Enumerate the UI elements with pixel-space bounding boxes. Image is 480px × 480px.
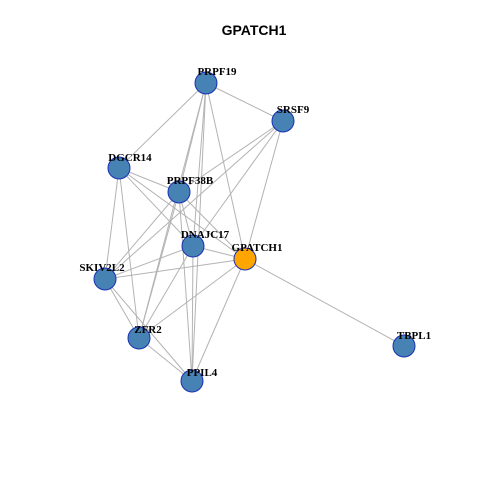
diagram-title: GPATCH1 [222,22,287,38]
edge-prpf19-dgcr14 [118,82,207,169]
node-label-dgcr14: DGCR14 [108,152,152,164]
edge-prpf38b-skiv2l2 [104,191,180,280]
node-ppil4: PPIL4 [180,367,218,393]
node-circle-gpatch1 [233,247,257,271]
edge-dgcr14-zfr2 [118,167,140,339]
edge-prpf38b-zfr2 [138,191,180,339]
edge-dnajc17-zfr2 [138,245,194,339]
edge-prpf38b-ppil4 [178,191,193,382]
node-circle-ppil4 [180,369,204,393]
node-skiv2l2: SKIV2L2 [79,262,125,291]
node-srsf9: SRSF9 [271,104,310,133]
edge-dgcr14-skiv2l2 [104,167,120,280]
node-circle-zfr2 [127,326,151,350]
edge-prpf19-gpatch1 [205,82,246,260]
node-tbpl1: TBPL1 [392,330,431,358]
node-dgcr14: DGCR14 [107,152,152,180]
edge-gpatch1-skiv2l2 [104,258,246,280]
edge-dnajc17-ppil4 [191,245,194,382]
node-label-srsf9: SRSF9 [277,104,310,116]
node-label-skiv2l2: SKIV2L2 [79,262,125,274]
node-label-dnajc17: DNAJC17 [181,229,230,241]
node-label-tbpl1: TBPL1 [397,330,431,342]
node-gpatch1: GPATCH1 [232,242,283,271]
edge-prpf19-srsf9 [205,82,284,122]
node-prpf19: PRPF19 [194,66,237,95]
node-circle-srsf9 [271,109,295,133]
edge-skiv2l2-ppil4 [104,278,193,382]
edge-gpatch1-tbpl1 [244,258,405,347]
node-circle-tbpl1 [392,334,416,358]
node-prpf38b: PRPF38B [167,175,214,204]
edge-gpatch1-ppil4 [191,258,246,382]
node-label-gpatch1: GPATCH1 [232,242,283,254]
node-circle-dgcr14 [107,156,131,180]
node-label-prpf38b: PRPF38B [167,175,214,187]
edge-srsf9-gpatch1 [244,120,284,260]
edge-srsf9-prpf38b [178,120,284,193]
node-label-prpf19: PRPF19 [197,66,237,78]
edge-srsf9-dnajc17 [192,120,284,247]
edge-srsf9-skiv2l2 [104,120,284,280]
edge-dgcr14-gpatch1 [118,167,246,260]
node-label-zfr2: ZFR2 [134,324,162,336]
edge-dnajc17-skiv2l2 [104,245,194,280]
node-circle-prpf38b [167,180,191,204]
node-circle-prpf19 [194,71,218,95]
edge-gpatch1-zfr2 [138,258,246,339]
edge-dgcr14-dnajc17 [118,167,194,247]
edge-prpf19-ppil4 [191,82,207,382]
node-label-ppil4: PPIL4 [187,367,218,379]
edge-prpf19-dnajc17 [192,82,207,247]
edge-prpf38b-gpatch1 [178,191,246,260]
node-zfr2: ZFR2 [127,324,162,350]
node-dnajc17: DNAJC17 [181,229,230,258]
node-circle-skiv2l2 [93,267,117,291]
node-circle-dnajc17 [181,234,205,258]
